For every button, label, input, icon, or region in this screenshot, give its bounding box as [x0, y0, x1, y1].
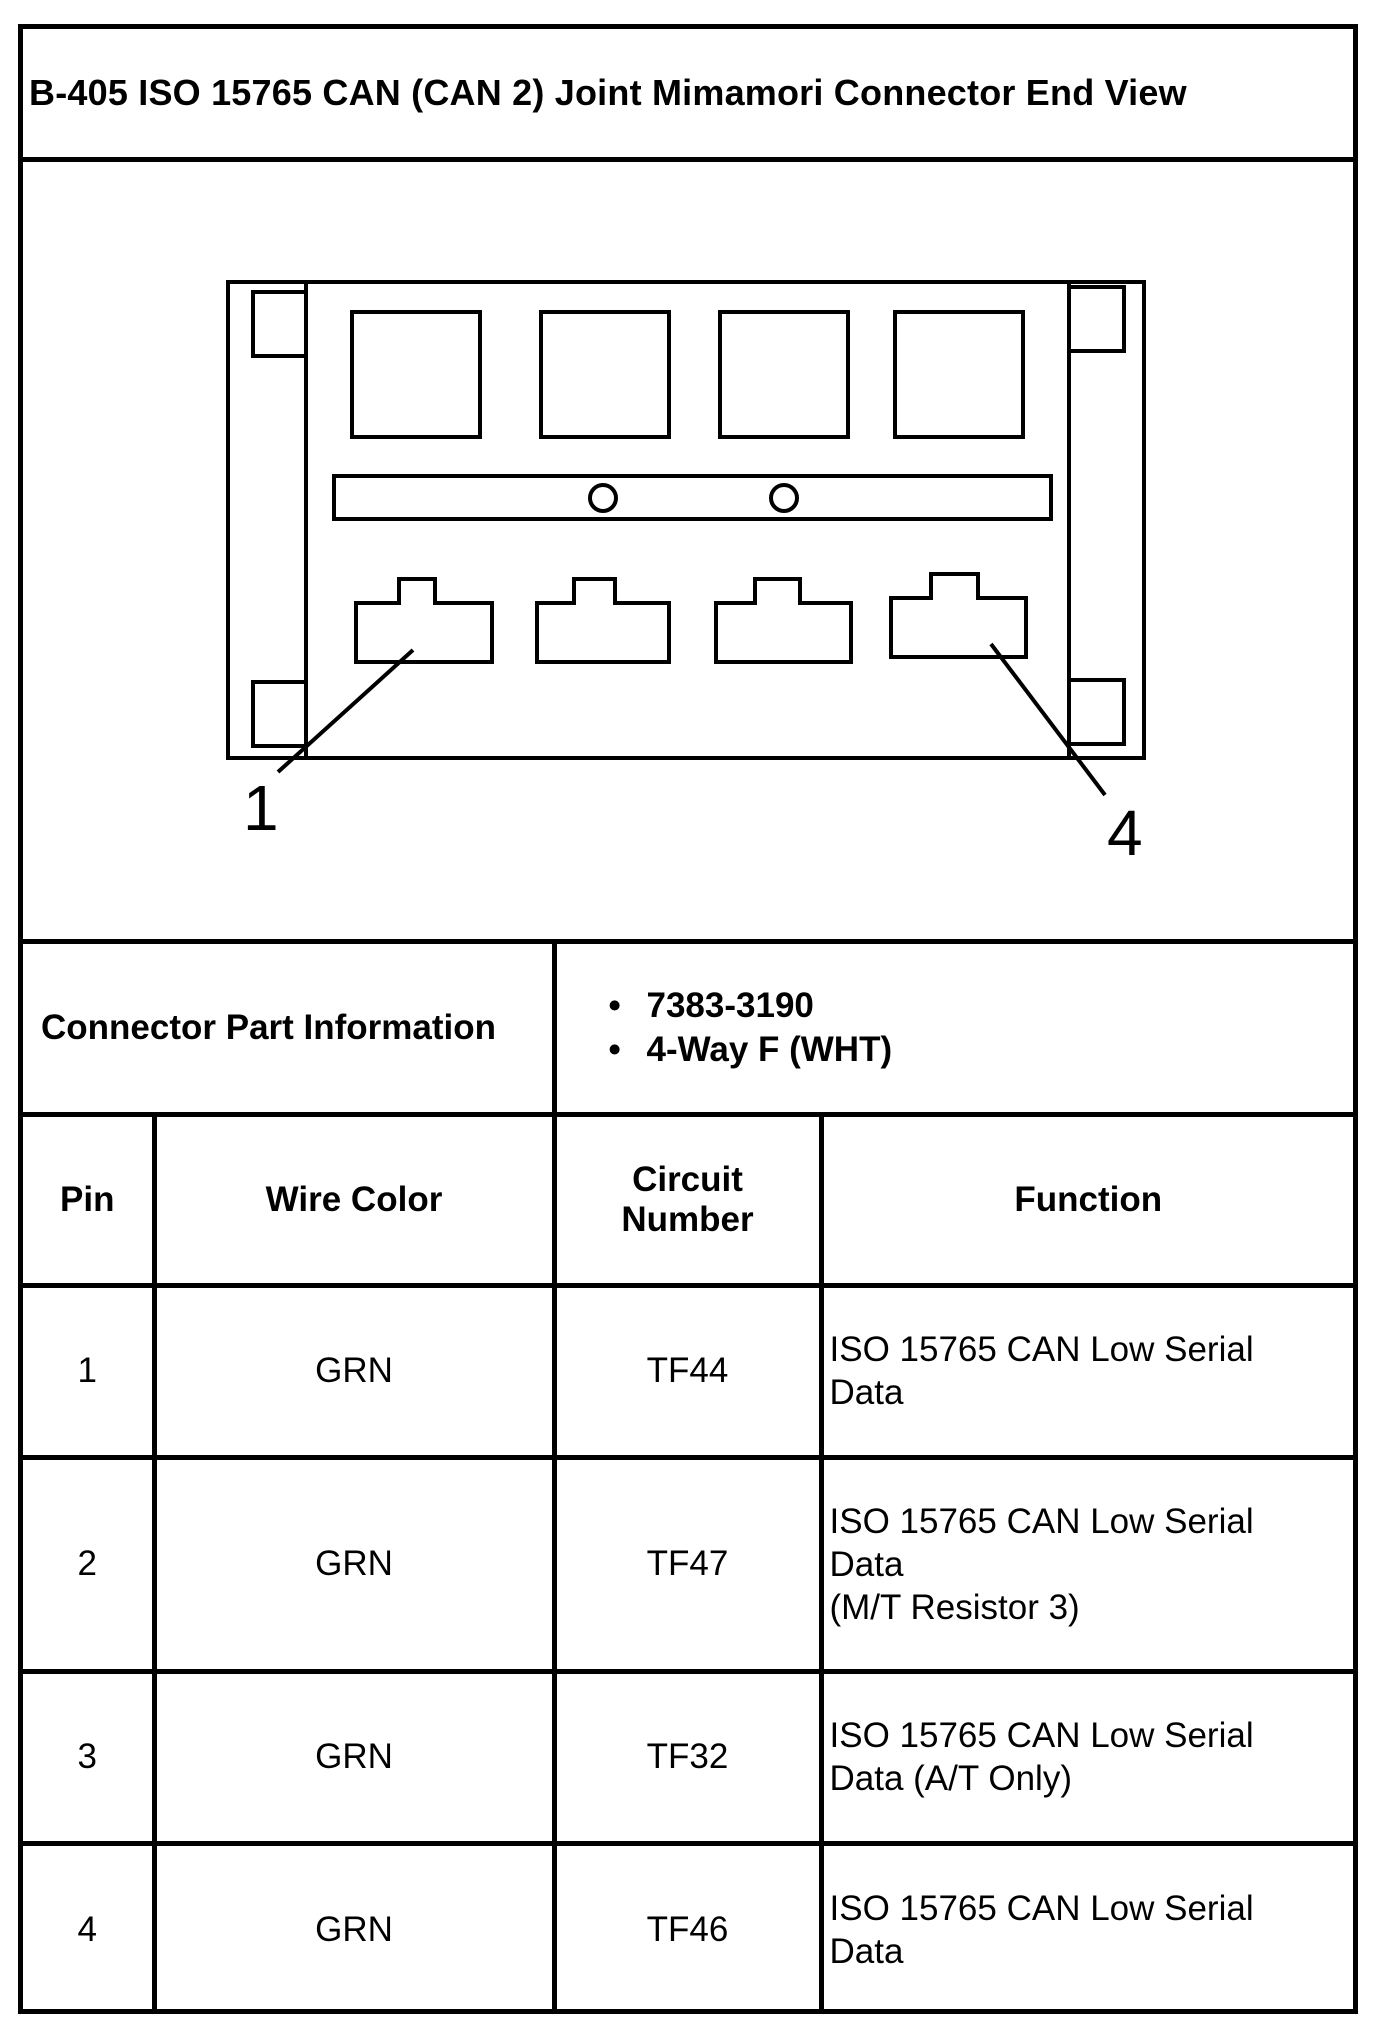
function-line: Data — [829, 1544, 904, 1584]
connector-end-view-diagram: 1 4 — [23, 162, 1353, 944]
pin-1-label: 1 — [243, 772, 279, 844]
terminal-cavity-2 — [535, 577, 671, 664]
table-row: 2 GRN TF47 ISO 15765 CAN Low Serial Data… — [23, 1454, 1353, 1674]
center-hole-1 — [588, 483, 618, 513]
function-line: (M/T Resistor 3) — [829, 1587, 1080, 1627]
function-cell: ISO 15765 CAN Low Serial Data — [818, 1840, 1353, 2014]
connector-sheet: B-405 ISO 15765 CAN (CAN 2) Joint Mimamo… — [18, 24, 1358, 2014]
circuit-cell: TF47 — [551, 1454, 824, 1674]
circuit-cell: TF44 — [551, 1282, 824, 1460]
function-cell: ISO 15765 CAN Low Serial Data (M/T Resis… — [818, 1454, 1353, 1674]
function-cell: ISO 15765 CAN Low Serial Data (A/T Only) — [818, 1668, 1353, 1846]
header-row: Pin Wire Color Circuit Number Function — [23, 1111, 1353, 1288]
pinout-table: Connector Part Information 7383-3190 4-W… — [23, 944, 1353, 2014]
title-row: B-405 ISO 15765 CAN (CAN 2) Joint Mimamo… — [23, 29, 1353, 162]
function-line: ISO 15765 CAN Low Serial — [829, 1501, 1254, 1541]
wire-color-cell: GRN — [151, 1668, 557, 1846]
terminal-cavity-3 — [714, 577, 853, 664]
center-bar — [332, 474, 1053, 521]
connector-info-row: Connector Part Information 7383-3190 4-W… — [23, 944, 1354, 1117]
table-row: 4 GRN TF46 ISO 15765 CAN Low Serial Data — [23, 1840, 1353, 2014]
latch-top-left — [251, 290, 308, 358]
connector-info-label: Connector Part Information — [23, 944, 557, 1117]
header-function: Function — [818, 1111, 1353, 1288]
header-circuit-line1: Circuit — [632, 1159, 743, 1199]
connector-description: 4-Way F (WHT) — [609, 1028, 1354, 1072]
table-row: 1 GRN TF44 ISO 15765 CAN Low Serial Data — [23, 1282, 1353, 1460]
upper-cavity-2 — [539, 310, 671, 439]
latch-bottom-left — [251, 680, 308, 748]
wire-color-cell: GRN — [151, 1454, 557, 1674]
function-line: ISO 15765 CAN Low Serial — [829, 1330, 1254, 1369]
wire-color-cell: GRN — [151, 1282, 557, 1460]
wire-color-cell: GRN — [151, 1840, 557, 2014]
circuit-cell: TF46 — [551, 1840, 824, 2014]
header-circuit-number: Circuit Number — [551, 1111, 824, 1288]
header-wire-color: Wire Color — [151, 1111, 557, 1288]
terminal-cavity-4 — [889, 572, 1028, 659]
connector-drawing: 1 4 — [226, 280, 1146, 869]
header-pin: Pin — [23, 1111, 157, 1288]
terminal-cavity-1 — [354, 577, 494, 664]
circuit-cell: TF32 — [551, 1668, 824, 1846]
function-line: Data (A/T Only) — [829, 1759, 1072, 1798]
latch-top-right — [1067, 285, 1126, 353]
latch-bottom-right — [1067, 678, 1126, 746]
pin-4-leader-line — [989, 642, 1107, 797]
page-title: B-405 ISO 15765 CAN (CAN 2) Joint Mimamo… — [29, 72, 1187, 113]
table-row: 3 GRN TF32 ISO 15765 CAN Low Serial Data… — [23, 1668, 1353, 1846]
pin-4-label: 4 — [1107, 797, 1143, 869]
pin-cell: 3 — [23, 1668, 157, 1846]
center-hole-2 — [769, 483, 799, 513]
connector-housing — [226, 280, 1146, 760]
function-line: ISO 15765 CAN Low Serial — [829, 1716, 1254, 1755]
header-circuit-line2: Number — [621, 1199, 754, 1239]
upper-cavity-1 — [350, 310, 482, 439]
function-line: ISO 15765 CAN Low Serial — [829, 1888, 1254, 1928]
function-cell: ISO 15765 CAN Low Serial Data — [818, 1282, 1353, 1460]
function-line: Data — [829, 1931, 904, 1971]
upper-cavity-3 — [718, 310, 850, 439]
pin-cell: 2 — [23, 1454, 157, 1674]
function-line: Data — [829, 1373, 904, 1412]
pin-cell: 1 — [23, 1282, 157, 1460]
pin-cell: 4 — [23, 1840, 157, 2014]
pin-1-leader-line — [276, 648, 415, 774]
upper-cavity-4 — [893, 310, 1025, 439]
connector-part-number: 7383-3190 — [609, 984, 1354, 1028]
connector-info-values: 7383-3190 4-Way F (WHT) — [551, 944, 1354, 1117]
